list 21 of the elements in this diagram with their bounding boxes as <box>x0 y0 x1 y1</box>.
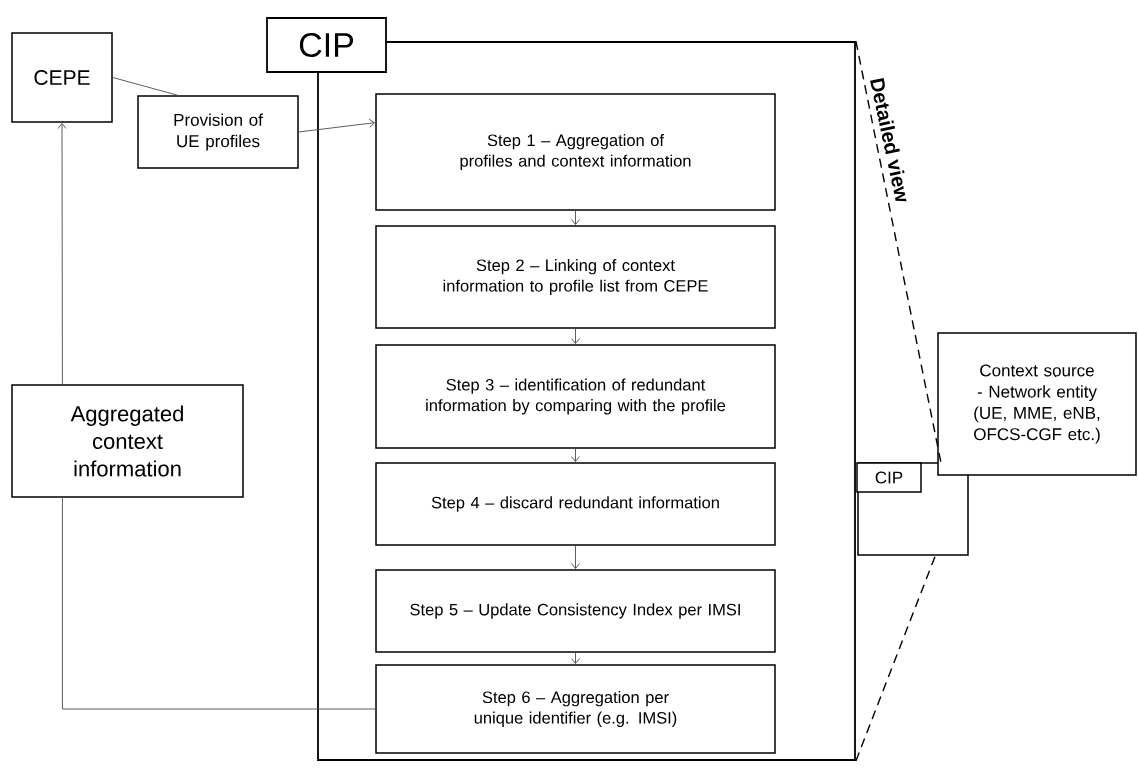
label-box: CIP <box>856 462 922 493</box>
step-box: Step 3 – identification of redundant information by comparing with the profile <box>375 344 776 449</box>
label-box: Aggregated context information <box>11 384 244 498</box>
step-box: Step 2 – Linking of context information to profile list from CEPE <box>375 225 776 329</box>
dashed-line <box>855 555 936 762</box>
arrow <box>571 652 580 664</box>
arrow <box>571 448 580 462</box>
step-box: Step 4 – discard redundant information <box>375 462 776 546</box>
entity-box: CEPE <box>11 32 113 123</box>
arrow <box>57 123 67 385</box>
step-box: Step 6 – Aggregation per unique identifier (e.g. IMSI) <box>375 664 776 754</box>
label-box: Provision of UE profiles <box>137 95 299 169</box>
entity-box: Context source - Network entity (UE, MME, eNB, OFCS-CGF etc.) <box>937 332 1137 476</box>
step-box: Step 1 – Aggregation of profiles and context information <box>375 93 776 211</box>
arrow <box>571 545 580 569</box>
step-box: Step 5 – Update Consistency Index per IMSI <box>375 569 776 653</box>
edge-label: Detailed view <box>870 77 907 202</box>
dashed-line <box>855 40 942 463</box>
arrow <box>571 210 580 225</box>
arrow <box>571 328 580 344</box>
arrow <box>298 118 375 133</box>
